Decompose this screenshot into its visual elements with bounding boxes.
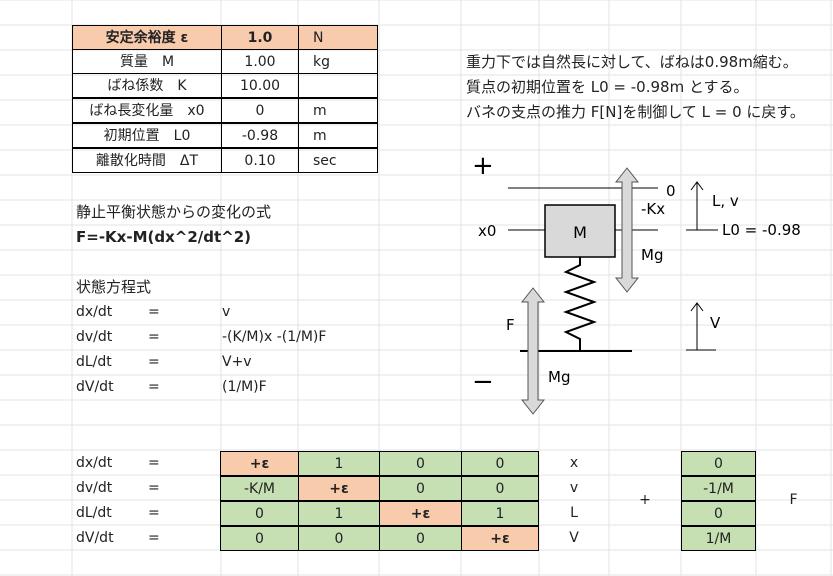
matrix-cell[interactable]: 1 <box>298 501 380 526</box>
param-unit-l0[interactable]: m <box>298 123 378 148</box>
state-lhs[interactable]: dv/dt <box>76 329 113 345</box>
lv-arrow-head <box>690 181 704 191</box>
input-vector-cell[interactable]: 0 <box>681 451 756 476</box>
state-rhs[interactable]: (1/M)F <box>222 379 267 395</box>
param-label-mass[interactable]: 質量 M <box>72 49 222 74</box>
matrix-eq[interactable]: = <box>148 530 160 546</box>
state-title: 状態方程式 <box>76 278 152 296</box>
matrix-var[interactable]: v <box>569 480 579 496</box>
matrix-cell[interactable]: 0 <box>298 526 380 551</box>
param-unit-spring[interactable] <box>298 73 378 98</box>
matrix-eq[interactable]: = <box>148 455 160 471</box>
v-arrow-head <box>690 302 704 312</box>
matrix-cell[interactable]: 0 <box>220 501 299 526</box>
matrix-var[interactable]: x <box>569 455 579 471</box>
input-vector-cell[interactable]: -1/M <box>681 476 756 501</box>
matrix-var[interactable]: V <box>569 530 579 546</box>
neg-kx-label: -Kx <box>641 200 665 218</box>
param-value-mass[interactable]: 1.00 <box>221 49 299 74</box>
matrix-cell[interactable]: 0 <box>461 476 539 501</box>
x0-label: x0 <box>478 222 496 240</box>
matrix-eq[interactable]: = <box>148 505 160 521</box>
matrix-lhs[interactable]: dL/dt <box>76 505 112 521</box>
l0-label: L0 = -0.98 <box>722 221 801 239</box>
mass-label: M <box>573 223 587 242</box>
param-unit-x0[interactable]: m <box>298 98 378 123</box>
param-label-spring[interactable]: ばね係数 K <box>72 73 222 98</box>
state-eq[interactable]: = <box>148 379 160 395</box>
f-label: F <box>506 316 515 334</box>
matrix-cell[interactable]: 0 <box>379 526 462 551</box>
state-rhs[interactable]: v <box>222 304 231 320</box>
lv-label: L, v <box>712 192 739 210</box>
note-line-3: バネの支点の推力 F[N]を制御して L = 0 に戻す。 <box>466 103 805 121</box>
matrix-lhs[interactable]: dV/dt <box>76 530 114 546</box>
matrix-cell-diag[interactable]: +ε <box>461 526 539 551</box>
equation-title: 静止平衡状態からの変化の式 <box>76 203 272 221</box>
param-value-spring[interactable]: 10.00 <box>221 73 299 98</box>
equation-formula: F=-Kx-M(dx^2/dt^2) <box>76 228 252 246</box>
state-lhs[interactable]: dx/dt <box>76 304 113 320</box>
param-label-l0[interactable]: 初期位置 L0 <box>72 123 222 148</box>
input-vector-cell[interactable]: 1/M <box>681 526 756 551</box>
param-unit-mass[interactable]: kg <box>298 49 378 74</box>
matrix-lhs[interactable]: dx/dt <box>76 455 113 471</box>
note-line-2: 質点の初期位置を L0 = -0.98m とする。 <box>466 78 749 96</box>
state-eq[interactable]: = <box>148 329 160 345</box>
note-line-1: 重力下では自然長に対して、ばねは0.98m縮む。 <box>466 53 798 71</box>
state-lhs[interactable]: dV/dt <box>76 379 114 395</box>
matrix-var[interactable]: L <box>570 505 578 521</box>
input-vector-cell[interactable]: 0 <box>681 501 756 526</box>
zero-label: 0 <box>666 182 676 200</box>
matrix-eq[interactable]: = <box>148 480 160 496</box>
matrix-cell[interactable]: 1 <box>461 501 539 526</box>
matrix-cell[interactable]: 0 <box>461 451 539 476</box>
input-f-label: F <box>789 492 798 508</box>
matrix-cell[interactable]: 0 <box>379 451 462 476</box>
state-eq[interactable]: = <box>148 304 160 320</box>
matrix-cell-diag[interactable]: +ε <box>220 451 299 476</box>
param-unit-epsilon[interactable]: N <box>298 25 378 50</box>
mass-block <box>544 204 616 258</box>
param-label-x0[interactable]: ばね長変化量 x0 <box>72 98 222 123</box>
param-value-l0[interactable]: -0.98 <box>221 123 299 148</box>
matrix-cell[interactable]: 0 <box>379 476 462 501</box>
matrix-cell[interactable]: -K/M <box>220 476 299 501</box>
param-value-x0[interactable]: 0 <box>221 98 299 123</box>
param-label-dt[interactable]: 離散化時間 ΔT <box>72 148 222 173</box>
plus-sign: + <box>472 151 494 181</box>
matrix-plus: + <box>639 492 651 508</box>
mg-top-label: Mg <box>641 246 663 264</box>
spring-mass-diagram: + − 0 x0 M -Kx Mg F Mg L, v L0 = -0.98 V <box>472 151 801 415</box>
matrix-lhs[interactable]: dv/dt <box>76 480 113 496</box>
matrix-cell-diag[interactable]: +ε <box>298 476 380 501</box>
v-label: V <box>710 314 721 332</box>
state-rhs[interactable]: -(K/M)x -(1/M)F <box>222 329 327 345</box>
param-label-epsilon[interactable]: 安定余裕度 ε <box>72 25 222 50</box>
double-arrow-lower <box>520 287 546 415</box>
matrix-cell-diag[interactable]: +ε <box>379 501 462 526</box>
state-lhs[interactable]: dL/dt <box>76 354 112 370</box>
param-value-dt[interactable]: 0.10 <box>221 148 299 173</box>
mg-bottom-label: Mg <box>548 368 570 386</box>
state-eq[interactable]: = <box>148 354 160 370</box>
matrix-cell[interactable]: 0 <box>220 526 299 551</box>
spring <box>563 257 597 350</box>
param-unit-dt[interactable]: sec <box>298 148 378 173</box>
param-value-epsilon[interactable]: 1.0 <box>221 25 299 50</box>
double-arrow-upper <box>614 167 640 293</box>
matrix-cell[interactable]: 1 <box>298 451 380 476</box>
state-rhs[interactable]: V+v <box>222 354 252 370</box>
minus-sign: − <box>472 367 494 397</box>
